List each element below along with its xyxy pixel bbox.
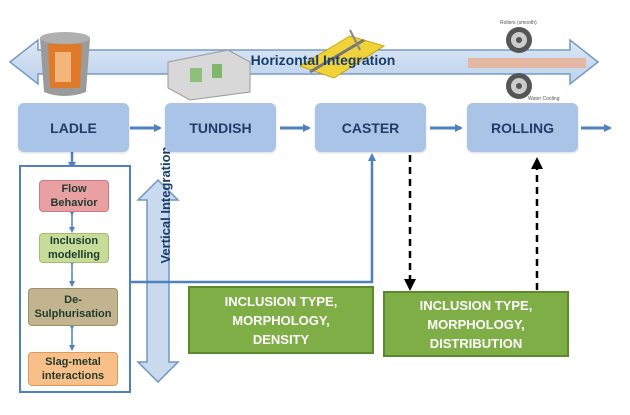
process-flow-behavior: Flow Behavior <box>39 180 109 212</box>
stage-tundish: TUNDISH <box>165 103 276 152</box>
feedback-line-to-caster <box>130 153 376 284</box>
process-slag-metal-interactions: Slag-metal interactions <box>28 352 118 386</box>
horizontal-integration-label: Horizontal Integration <box>250 52 396 68</box>
process-inclusion-modelling: Inclusion modelling <box>39 233 109 263</box>
stage-rolling: ROLLING <box>467 103 578 152</box>
rolling-output-box: INCLUSION TYPE, MORPHOLOGY, DISTRIBUTION <box>383 291 569 357</box>
process-desulphurisation: De- Sulphurisation <box>28 288 118 326</box>
stage-caster: CASTER <box>315 103 426 152</box>
caster-output-box: INCLUSION TYPE, MORPHOLOGY, DENSITY <box>188 286 374 354</box>
horizontal-integration-arrow <box>8 38 600 86</box>
water-cooling-annotation: Water Cooling <box>528 96 560 102</box>
caster-image <box>298 29 386 79</box>
rollers-annotation: Rollers (smooth) <box>500 20 537 26</box>
rolling-image <box>468 27 586 99</box>
stage-ladle: LADLE <box>18 103 129 152</box>
vertical-integration-label: Vertical Integration <box>158 146 173 264</box>
ladle-image <box>40 32 90 96</box>
tundish-image <box>167 49 251 101</box>
